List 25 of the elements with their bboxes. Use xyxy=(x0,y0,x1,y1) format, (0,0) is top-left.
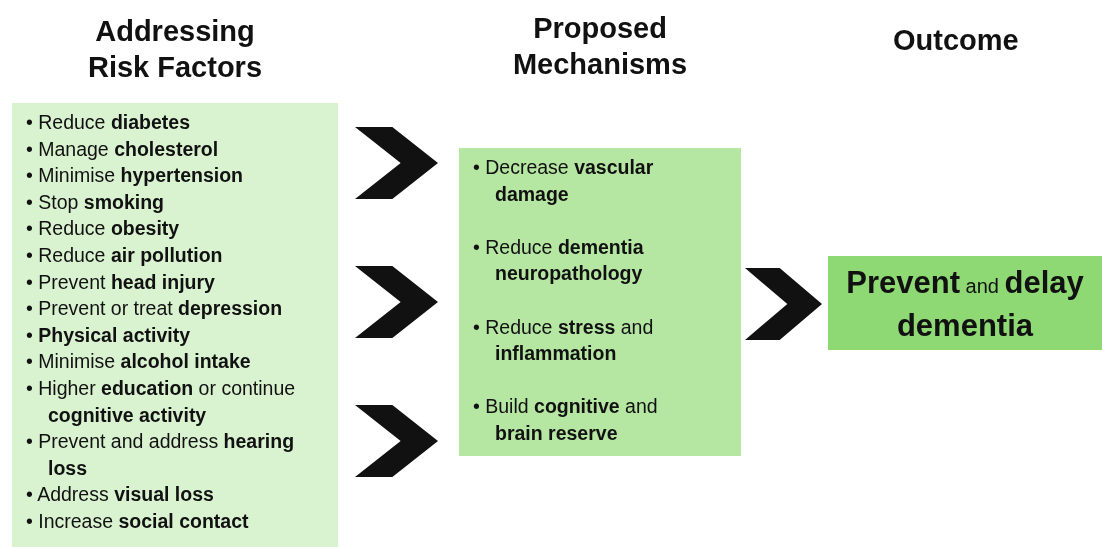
bullet-point: • Stop smoking xyxy=(26,189,165,215)
bullet-point: • Reduce diabetes xyxy=(26,110,191,135)
column-heading: Proposed Mechanisms xyxy=(511,11,689,82)
column-heading: Outcome xyxy=(893,23,1019,58)
bullet-point: • Minimise alcohol intake xyxy=(26,349,252,375)
bullet-point: • Reduce stress and inflammation xyxy=(473,314,655,367)
chevron-arrow xyxy=(745,268,822,340)
bullet-point: • Manage cholesterol xyxy=(26,136,220,162)
bullet-point: • Reduce obesity xyxy=(26,216,181,242)
bullet-point: • Minimise hypertension xyxy=(26,163,245,189)
bullet-point: • Reduce air pollution xyxy=(26,242,224,268)
bullet-point: • Prevent head injury xyxy=(26,269,216,295)
chevron-arrow xyxy=(355,405,438,477)
chevron-arrow xyxy=(355,127,438,199)
bullet-point: • Build cognitive and brain reserve xyxy=(473,394,659,446)
bullet-point: • Reduce dementia neuropathology xyxy=(473,234,645,287)
bullet-point: • Physical activity xyxy=(26,322,191,348)
chevron-arrow xyxy=(355,266,438,338)
bullet-point: • Prevent or treat depression xyxy=(26,296,284,322)
bullet-point: • Decrease vascular damage xyxy=(473,155,655,207)
outcome-box xyxy=(828,256,1102,350)
bullet-point: • Address visual loss xyxy=(26,482,215,508)
bullet-point: • Increase social contact xyxy=(26,508,250,534)
outcome-text: Prevent and delay dementia xyxy=(845,264,1085,345)
column-heading: Addressing Risk Factors xyxy=(86,14,264,85)
